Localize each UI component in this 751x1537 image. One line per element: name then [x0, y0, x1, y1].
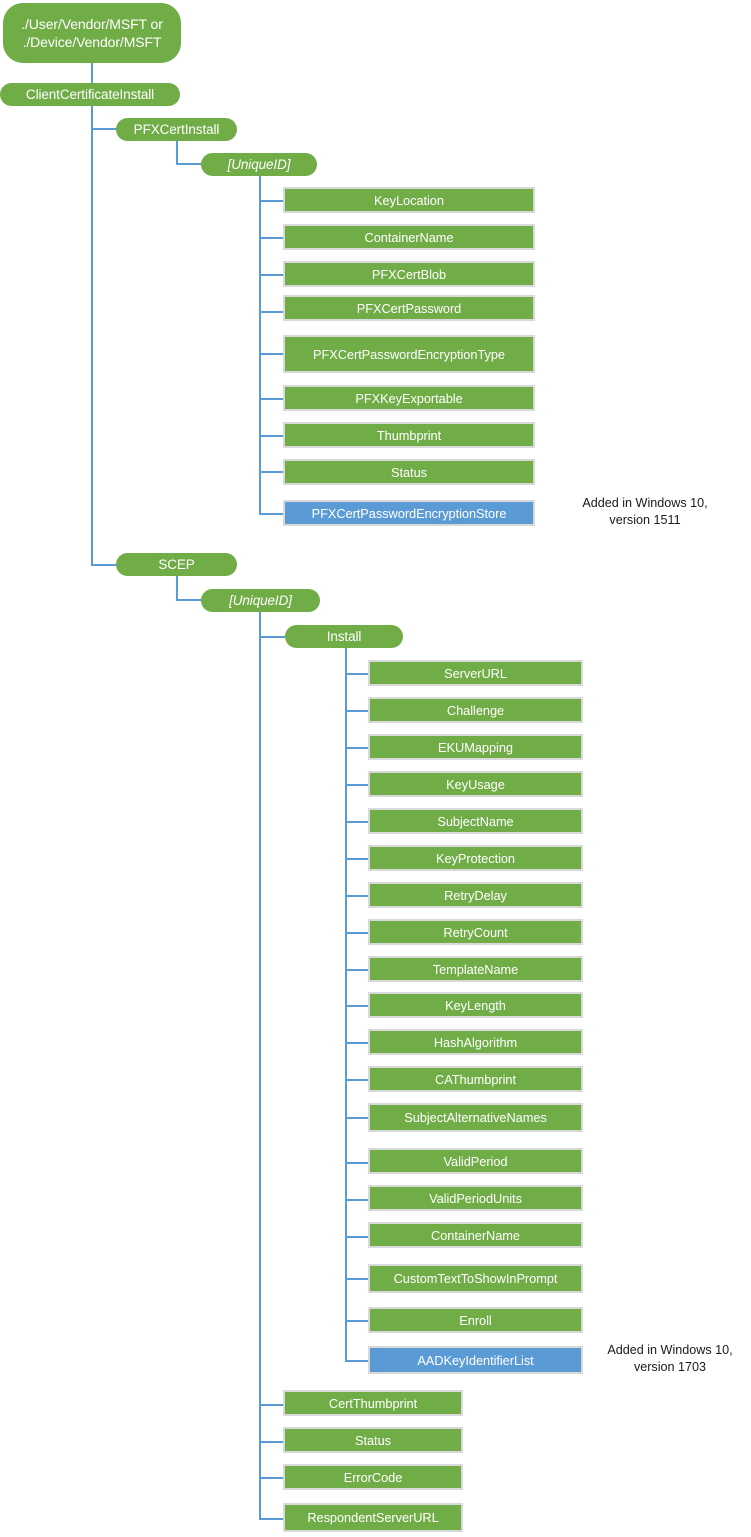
connector-pfx-child-8 [259, 513, 284, 515]
leaf-pfx-pfxcertpassword[interactable]: PFXCertPassword [283, 295, 535, 321]
connector-install-child-7 [345, 932, 369, 934]
leaf-pfx-thumbprint[interactable]: Thumbprint [283, 422, 535, 448]
connector-level1-to-pfx [91, 128, 117, 130]
leaf-install-keylength[interactable]: KeyLength [368, 992, 583, 1018]
node-clientcertificateinstall[interactable]: ClientCertificateInstall [0, 83, 180, 106]
node-scep[interactable]: SCEP [116, 553, 237, 576]
connector-install-child-5 [345, 858, 369, 860]
connector-pfx-to-uniqueid-v [176, 140, 178, 164]
leaf-install-enroll[interactable]: Enroll [368, 1307, 583, 1333]
leaf-install-retrycount[interactable]: RetryCount [368, 919, 583, 945]
connector-install-child-1 [345, 710, 369, 712]
leaf-scep-status[interactable]: Status [283, 1427, 463, 1453]
annotation-install-added-version: Added in Windows 10, version 1703 [607, 1343, 733, 1374]
connector-install-child-12 [345, 1117, 369, 1119]
connector-pfx-child-7 [259, 471, 284, 473]
connector-scep-child-0 [259, 1404, 284, 1406]
leaf-scep-certthumbprint[interactable]: CertThumbprint [283, 1390, 463, 1416]
connector-install-child-8 [345, 969, 369, 971]
connector-pfx-children-spine [259, 175, 261, 514]
leaf-install-subjectalternativenames[interactable]: SubjectAlternativeNames [368, 1103, 583, 1132]
leaf-install-customtexttoshowinprompt[interactable]: CustomTextToShowInPrompt [368, 1264, 583, 1293]
leaf-install-cathumbprint[interactable]: CAThumbprint [368, 1066, 583, 1092]
connector-install-child-10 [345, 1042, 369, 1044]
leaf-pfx-keylocation[interactable]: KeyLocation [283, 187, 535, 213]
node-pfx-uniqueid[interactable]: [UniqueID] [201, 153, 317, 176]
connector-install-child-11 [345, 1079, 369, 1081]
leaf-install-containername[interactable]: ContainerName [368, 1222, 583, 1248]
connector-pfx-child-4 [259, 353, 284, 355]
connector-pfx-child-3 [259, 311, 284, 313]
leaf-pfx-status[interactable]: Status [283, 459, 535, 485]
leaf-install-subjectname[interactable]: SubjectName [368, 808, 583, 834]
leaf-install-templatename[interactable]: TemplateName [368, 956, 583, 982]
leaf-pfx-pfxkeyexportable[interactable]: PFXKeyExportable [283, 385, 535, 411]
connector-install-child-2 [345, 747, 369, 749]
leaf-install-aadkeyidentifierlist[interactable]: AADKeyIdentifierList [368, 1346, 583, 1374]
connector-install-child-13 [345, 1162, 369, 1164]
node-root[interactable]: ./User/Vendor/MSFT or ./Device/Vendor/MS… [3, 3, 181, 63]
connector-install-child-16 [345, 1278, 369, 1280]
connector-pfx-child-0 [259, 200, 284, 202]
node-scep-install[interactable]: Install [285, 625, 403, 648]
leaf-install-serverurl[interactable]: ServerURL [368, 660, 583, 686]
leaf-pfx-pfxcertpasswordencryptionstore[interactable]: PFXCertPasswordEncryptionStore [283, 500, 535, 526]
connector-scep-to-uniqueid-h [176, 599, 202, 601]
node-pfxcertinstall[interactable]: PFXCertInstall [116, 118, 237, 141]
connector-install-child-9 [345, 1005, 369, 1007]
connector-scep-child-2 [259, 1477, 284, 1479]
connector-pfx-child-2 [259, 274, 284, 276]
leaf-pfx-containername[interactable]: ContainerName [283, 224, 535, 250]
leaf-install-hashalgorithm[interactable]: HashAlgorithm [368, 1029, 583, 1055]
leaf-install-validperiodunits[interactable]: ValidPeriodUnits [368, 1185, 583, 1211]
connector-scep-child-3 [259, 1518, 284, 1520]
leaf-scep-respondentserverurl[interactable]: RespondentServerURL [283, 1503, 463, 1532]
connector-pfx-to-uniqueid-h [176, 163, 202, 165]
leaf-install-keyusage[interactable]: KeyUsage [368, 771, 583, 797]
connector-scep-children-spine [259, 612, 261, 1519]
leaf-pfx-pfxcertblob[interactable]: PFXCertBlob [283, 261, 535, 287]
annotation-pfx-added-version: Added in Windows 10, version 1511 [582, 496, 708, 527]
connector-pfx-child-5 [259, 398, 284, 400]
connector-pfx-child-1 [259, 237, 284, 239]
connector-install-child-17 [345, 1320, 369, 1322]
connector-scep-to-uniqueid-v [176, 576, 178, 600]
leaf-install-validperiod[interactable]: ValidPeriod [368, 1148, 583, 1174]
connector-scep-child-1 [259, 1441, 284, 1443]
connector-scep-uniqueid-to-install [259, 636, 285, 638]
connector-install-child-14 [345, 1199, 369, 1201]
leaf-pfx-pfxcertpasswordencryptiontype[interactable]: PFXCertPasswordEncryptionType [283, 335, 535, 373]
connector-pfx-child-6 [259, 435, 284, 437]
leaf-install-retrydelay[interactable]: RetryDelay [368, 882, 583, 908]
leaf-install-challenge[interactable]: Challenge [368, 697, 583, 723]
connector-install-children-spine [345, 648, 347, 1361]
connector-level1-to-scep [91, 564, 117, 566]
leaf-scep-errorcode[interactable]: ErrorCode [283, 1464, 463, 1490]
connector-install-child-4 [345, 821, 369, 823]
connector-install-child-0 [345, 673, 369, 675]
connector-root-to-level1 [91, 62, 93, 83]
node-scep-uniqueid[interactable]: [UniqueID] [201, 589, 320, 612]
connector-install-child-6 [345, 895, 369, 897]
connector-install-child-15 [345, 1236, 369, 1238]
connector-install-child-3 [345, 784, 369, 786]
connector-level1-spine [91, 105, 93, 565]
leaf-install-keyprotection[interactable]: KeyProtection [368, 845, 583, 871]
leaf-install-ekumapping[interactable]: EKUMapping [368, 734, 583, 760]
connector-install-child-18 [345, 1360, 369, 1362]
